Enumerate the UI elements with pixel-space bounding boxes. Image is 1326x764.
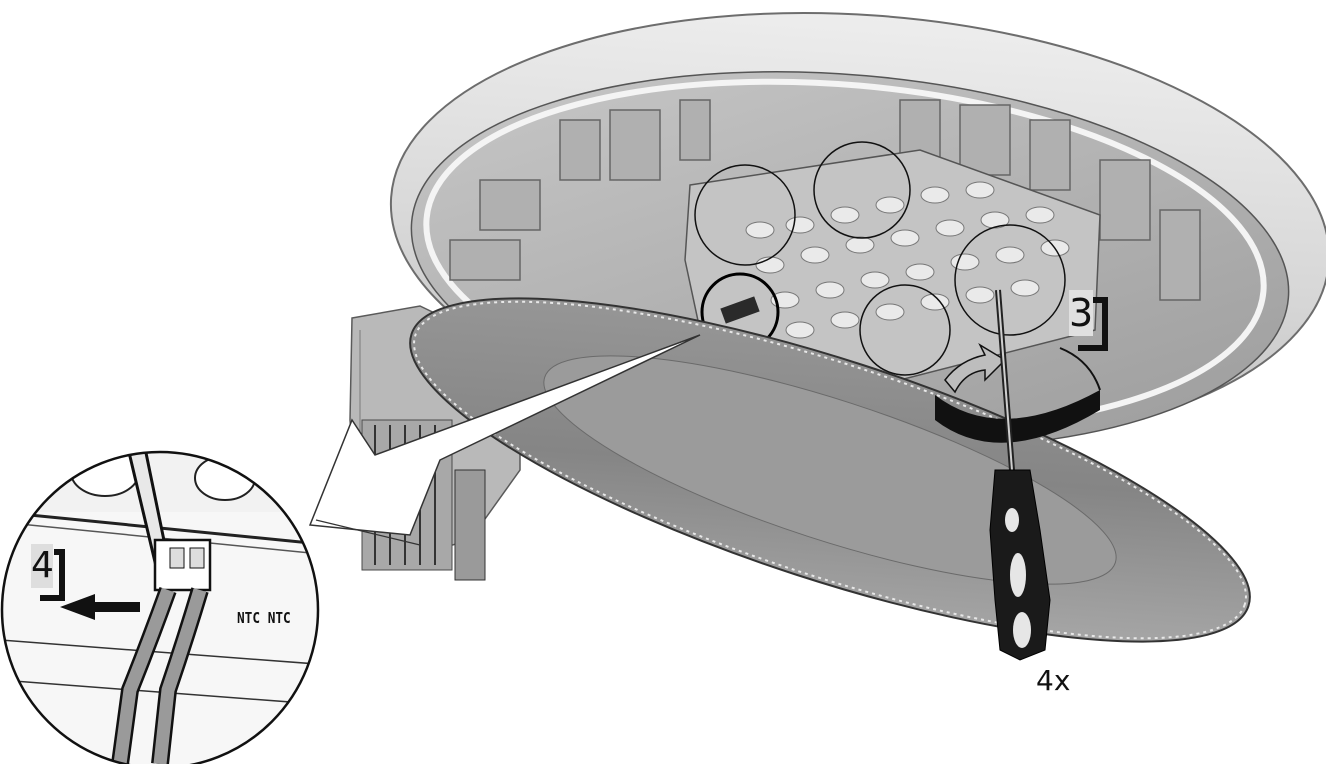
screw-circle: [813, 141, 911, 239]
screwdriver-icon: [989, 289, 1051, 661]
connector-detail: [0, 450, 320, 764]
rotate-arrow-icon: [935, 343, 1101, 443]
step-label-4: 4: [31, 544, 54, 588]
screw-circle: [954, 224, 1066, 336]
pull-arrow-icon: [60, 594, 140, 620]
screw-circle: [859, 284, 951, 376]
quantity-label: 4x: [1036, 664, 1071, 697]
step-label-3: 3: [1069, 290, 1094, 336]
led-board: [684, 141, 1101, 381]
connector-marking: NTC NTC: [237, 609, 291, 627]
magnifier-callout-icon: [308, 334, 701, 546]
screw-circle: [694, 164, 796, 266]
